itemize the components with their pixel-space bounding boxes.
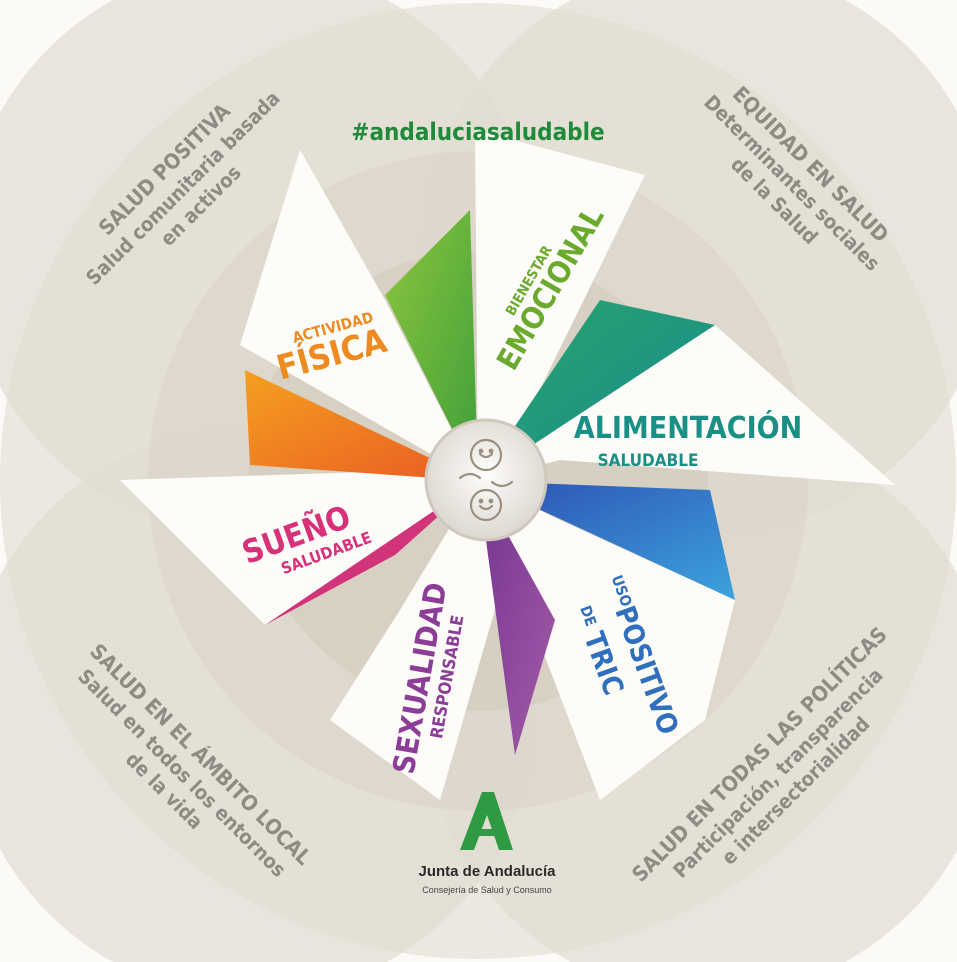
kite-sueno	[120, 470, 478, 625]
kite-bienestar	[475, 130, 645, 481]
two-faces-icon	[458, 438, 514, 522]
svg-text:DE: DE	[576, 603, 600, 628]
kite-sexualidad	[330, 481, 515, 800]
hashtag: #andaluciasaludable	[351, 118, 604, 146]
triangle-bienestar	[385, 210, 478, 481]
triangle-sexualidad-purple	[478, 481, 555, 755]
triangle-alimentacion	[478, 300, 715, 481]
kite-uso	[478, 481, 735, 800]
center-hub	[424, 418, 548, 542]
andalucia-a-logo-icon	[460, 792, 513, 850]
hub-disc	[424, 418, 548, 542]
kite-alimentacion	[478, 325, 895, 485]
pinwheel	[120, 130, 895, 800]
triangle-uso	[478, 481, 735, 600]
kite-actividad	[240, 150, 478, 481]
label-alimentacion-saludable: ALIMENTACIÓN SALUDABLE	[574, 409, 802, 471]
brand-name: Junta de Andalucía	[419, 863, 557, 880]
brand-department: Consejería de Salud y Consumo	[422, 885, 552, 895]
svg-text:SALUDABLE: SALUDABLE	[598, 451, 699, 471]
triangle-sueno	[265, 481, 478, 625]
triangle-actividad	[245, 370, 478, 481]
svg-text:ALIMENTACIÓN: ALIMENTACIÓN	[574, 409, 802, 446]
brand-block: Junta de Andalucía Consejería de Salud y…	[419, 792, 557, 895]
